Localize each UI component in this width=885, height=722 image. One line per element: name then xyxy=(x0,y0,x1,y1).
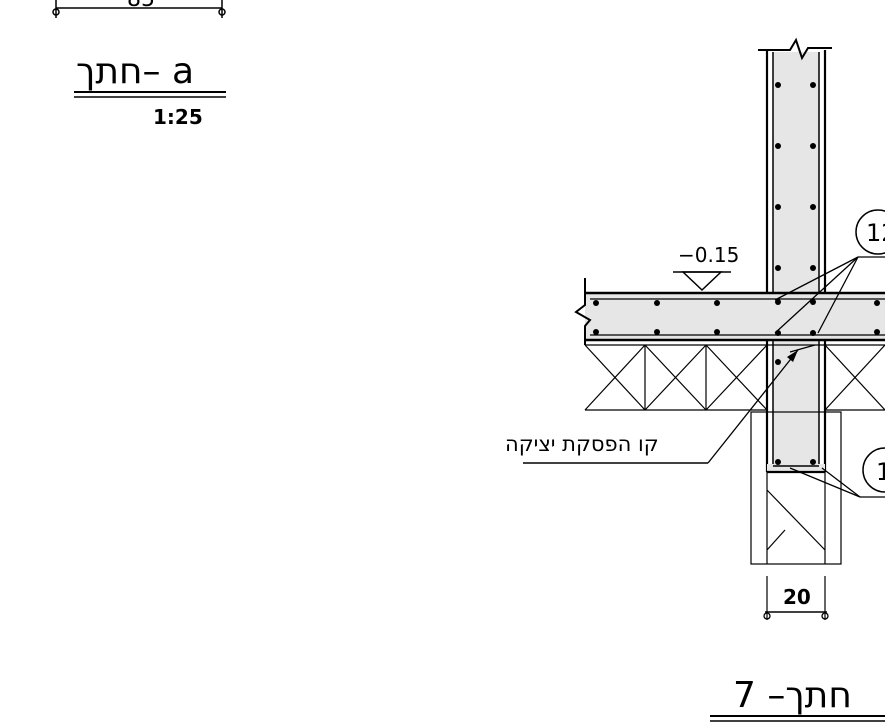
pour-break-text: קו הפסקת יציקה xyxy=(505,432,659,456)
level-marker: −0.15 xyxy=(673,243,739,292)
callout-12: 12 xyxy=(774,209,885,334)
callout-1-label: 1 xyxy=(876,458,885,486)
foundation-block xyxy=(750,411,842,565)
section-7-title-text: חתך– 7 xyxy=(733,675,852,716)
wall-rebar-dots xyxy=(775,82,816,465)
slab-rebar-dots xyxy=(593,300,880,335)
level-value: −0.15 xyxy=(678,243,739,267)
wall-slab-detail: −0.15 12 1 קו הפסקת יציקה xyxy=(505,37,885,620)
pour-break-label: קו הפסקת יציקה xyxy=(505,344,816,464)
section-a-title-text: חתך– a xyxy=(76,51,194,92)
callout-1: 1 xyxy=(789,447,885,498)
formwork-below-slab xyxy=(584,344,885,411)
top-dimension: 85 xyxy=(52,0,226,18)
section-a-scale: 1:25 xyxy=(153,105,203,129)
top-dimension-value: 85 xyxy=(127,0,155,12)
section-a-title: חתך– a 1:25 xyxy=(74,51,226,129)
section-7-title: חתך– 7 xyxy=(710,675,885,722)
dimension-20: 20 xyxy=(763,576,829,620)
callout-12-label: 12 xyxy=(866,219,885,247)
dimension-20-value: 20 xyxy=(783,585,811,609)
